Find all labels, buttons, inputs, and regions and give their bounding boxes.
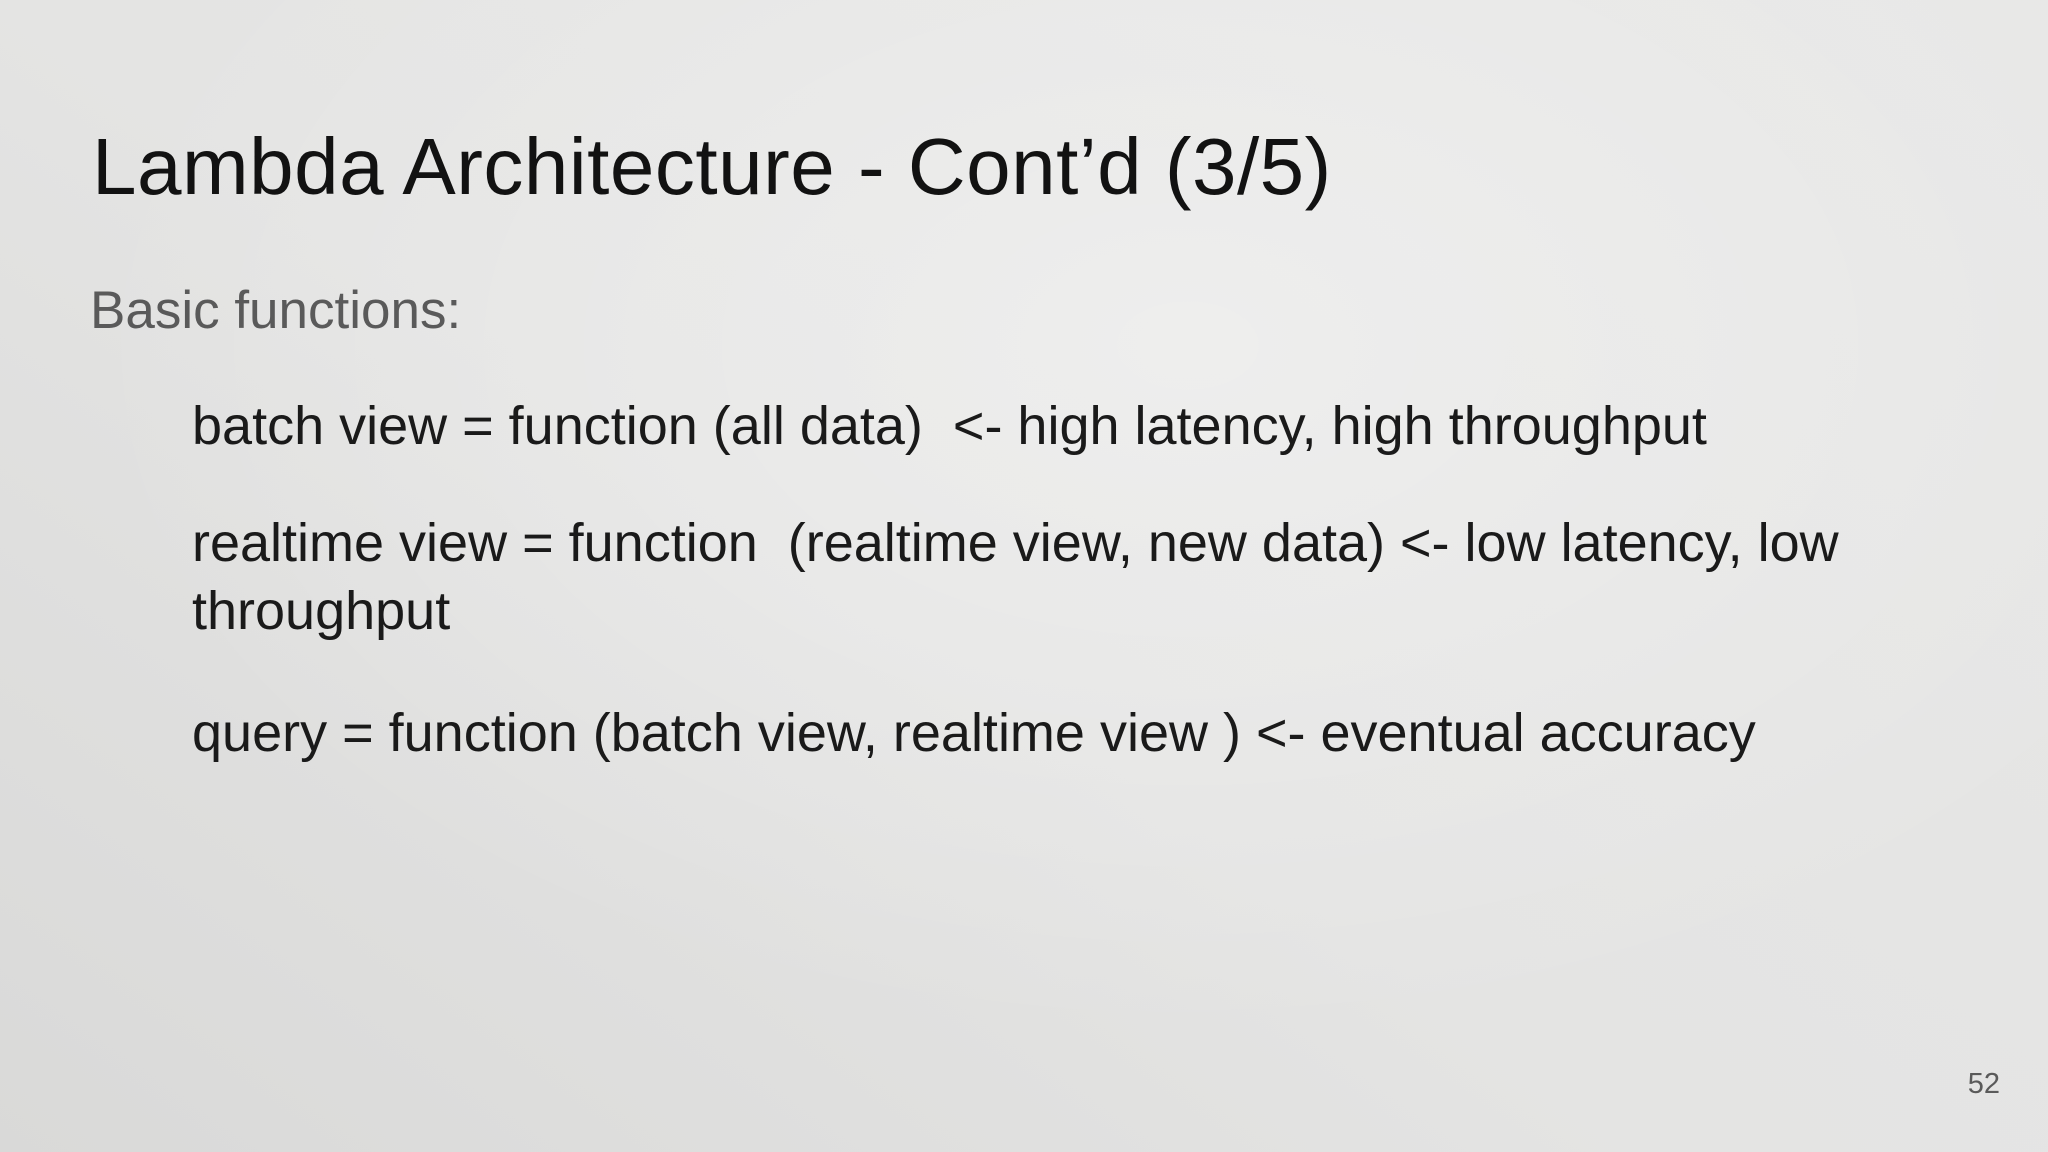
- bullet-query: query = function (batch view, realtime v…: [192, 699, 1756, 767]
- bullet-line: query = function (batch view, realtime v…: [192, 703, 1756, 763]
- bullet-line: batch view = function (all data) <- high…: [192, 396, 1707, 456]
- slide-title: Lambda Architecture - Cont’d (3/5): [92, 122, 1332, 211]
- bullet-realtime-view: realtime view = function (realtime view,…: [192, 509, 1839, 645]
- slide-subtitle: Basic functions:: [90, 281, 462, 340]
- page-number: 52: [1967, 1068, 2000, 1100]
- bullet-batch-view: batch view = function (all data) <- high…: [192, 392, 1707, 460]
- bullet-line: throughput: [192, 581, 451, 641]
- bullet-line: realtime view = function (realtime view,…: [192, 513, 1839, 573]
